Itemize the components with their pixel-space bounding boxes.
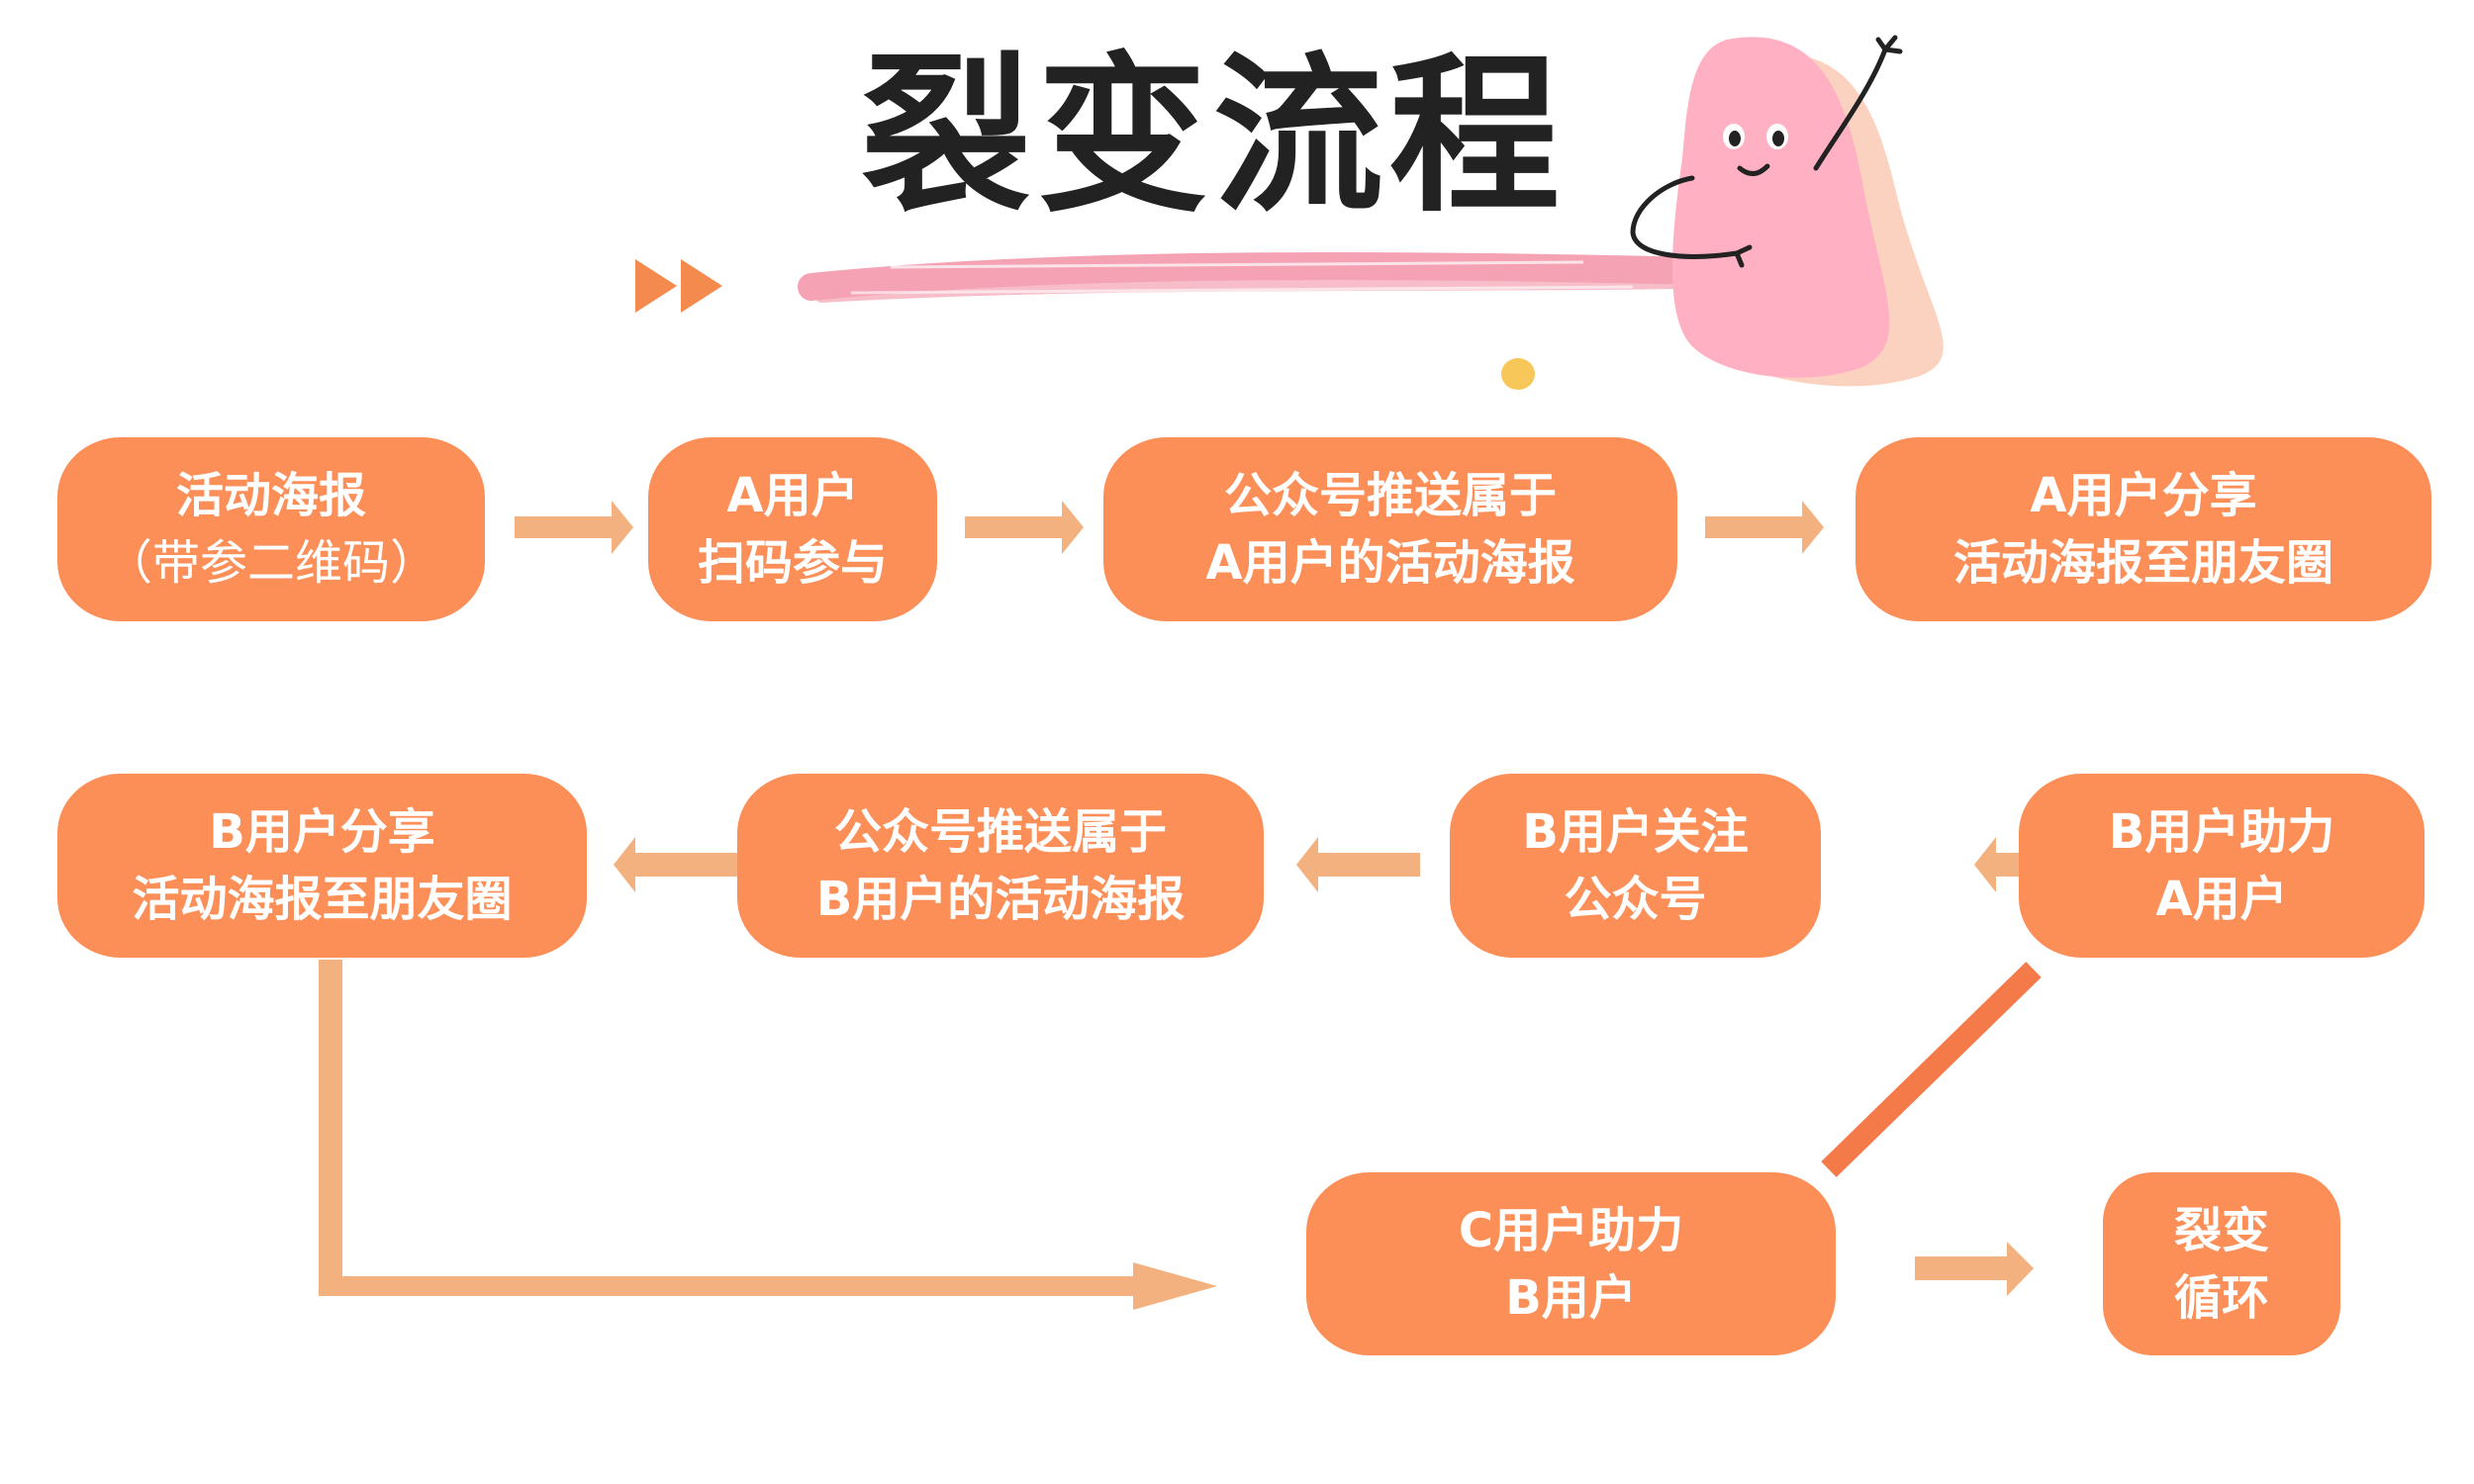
node-push-b-line1: 公众号推送属于 xyxy=(833,804,1167,860)
node-push-b-line2: B用户的活动海报 xyxy=(815,872,1186,927)
node-poster-line2: （带参二维码） xyxy=(104,535,437,591)
arrow-left-2 xyxy=(1296,837,1420,892)
node-push-a: 公众号推送属于 A用户的活动海报 xyxy=(1103,437,1677,621)
play-forward-icon xyxy=(635,259,722,313)
node-b-share: B用户分享 活动海报至朋友圈 xyxy=(57,774,587,958)
node-a-scan: A用户 扫码参与 xyxy=(648,437,937,621)
node-a-scan-line2: 扫码参与 xyxy=(697,535,888,591)
decor-dot xyxy=(1501,358,1535,390)
node-b-share-line2: 活动海报至朋友圈 xyxy=(132,872,513,927)
page-title: 裂变流程 xyxy=(861,37,1566,235)
node-cycle-line2: 循环 xyxy=(2173,1269,2269,1326)
node-b-help: B用户助力 A用户 xyxy=(2019,774,2425,958)
node-c-help-line1: C用户助力 xyxy=(1458,1202,1684,1258)
title-underline-brush xyxy=(798,251,1716,303)
arrow-right-4 xyxy=(1915,1242,2034,1296)
connector-diagonal xyxy=(1821,962,2042,1177)
node-b-help-line1: B用户助力 xyxy=(2108,804,2335,860)
node-push-a-line2: A用户的活动海报 xyxy=(1205,535,1575,591)
node-b-follow-line1: B用户关注 xyxy=(1522,804,1749,860)
node-push-a-line1: 公众号推送属于 xyxy=(1223,468,1557,523)
node-a-share: A用户分享 活动海报至朋友圈 xyxy=(1856,437,2431,621)
node-a-share-line2: 活动海报至朋友圈 xyxy=(1952,535,2333,591)
node-a-scan-line1: A用户 xyxy=(726,468,859,523)
node-a-share-line1: A用户分享 xyxy=(2030,468,2257,523)
arrow-right-1 xyxy=(515,501,633,554)
node-push-b: 公众号推送属于 B用户的活动海报 xyxy=(737,774,1264,958)
mascot-icon xyxy=(1630,35,1944,387)
node-poster-line1: 活动海报 xyxy=(175,468,366,523)
node-c-help: C用户助力 B用户 xyxy=(1306,1172,1836,1355)
node-c-help-line2: B用户 xyxy=(1505,1269,1637,1326)
node-cycle-line1: 裂变 xyxy=(2173,1202,2269,1258)
node-b-help-line2: A用户 xyxy=(2155,872,2288,927)
node-b-follow-line2: 公众号 xyxy=(1564,872,1707,927)
arrow-right-2 xyxy=(965,501,1084,554)
node-poster: 活动海报 （带参二维码） xyxy=(57,437,485,621)
arrow-right-3 xyxy=(1705,501,1824,554)
node-b-share-line1: B用户分享 xyxy=(209,804,435,860)
connector-elbow xyxy=(319,960,1217,1310)
node-b-follow: B用户关注 公众号 xyxy=(1450,774,1821,958)
arrow-left-3 xyxy=(614,837,737,892)
node-cycle: 裂变 循环 xyxy=(2103,1172,2340,1355)
